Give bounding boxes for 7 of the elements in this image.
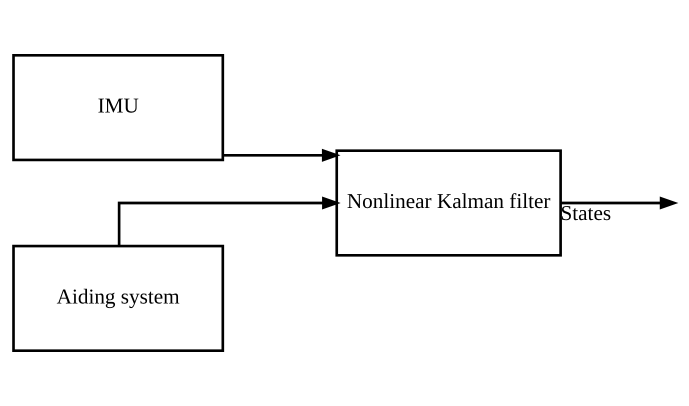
edge-label: States [560, 200, 612, 225]
node-box: IMU [12, 54, 224, 162]
arrow [560, 196, 678, 210]
node-box: Nonlinear Kalman filter [335, 149, 562, 257]
arrow [223, 148, 340, 162]
arrow [118, 196, 341, 246]
node-box: Aiding system [12, 244, 224, 352]
